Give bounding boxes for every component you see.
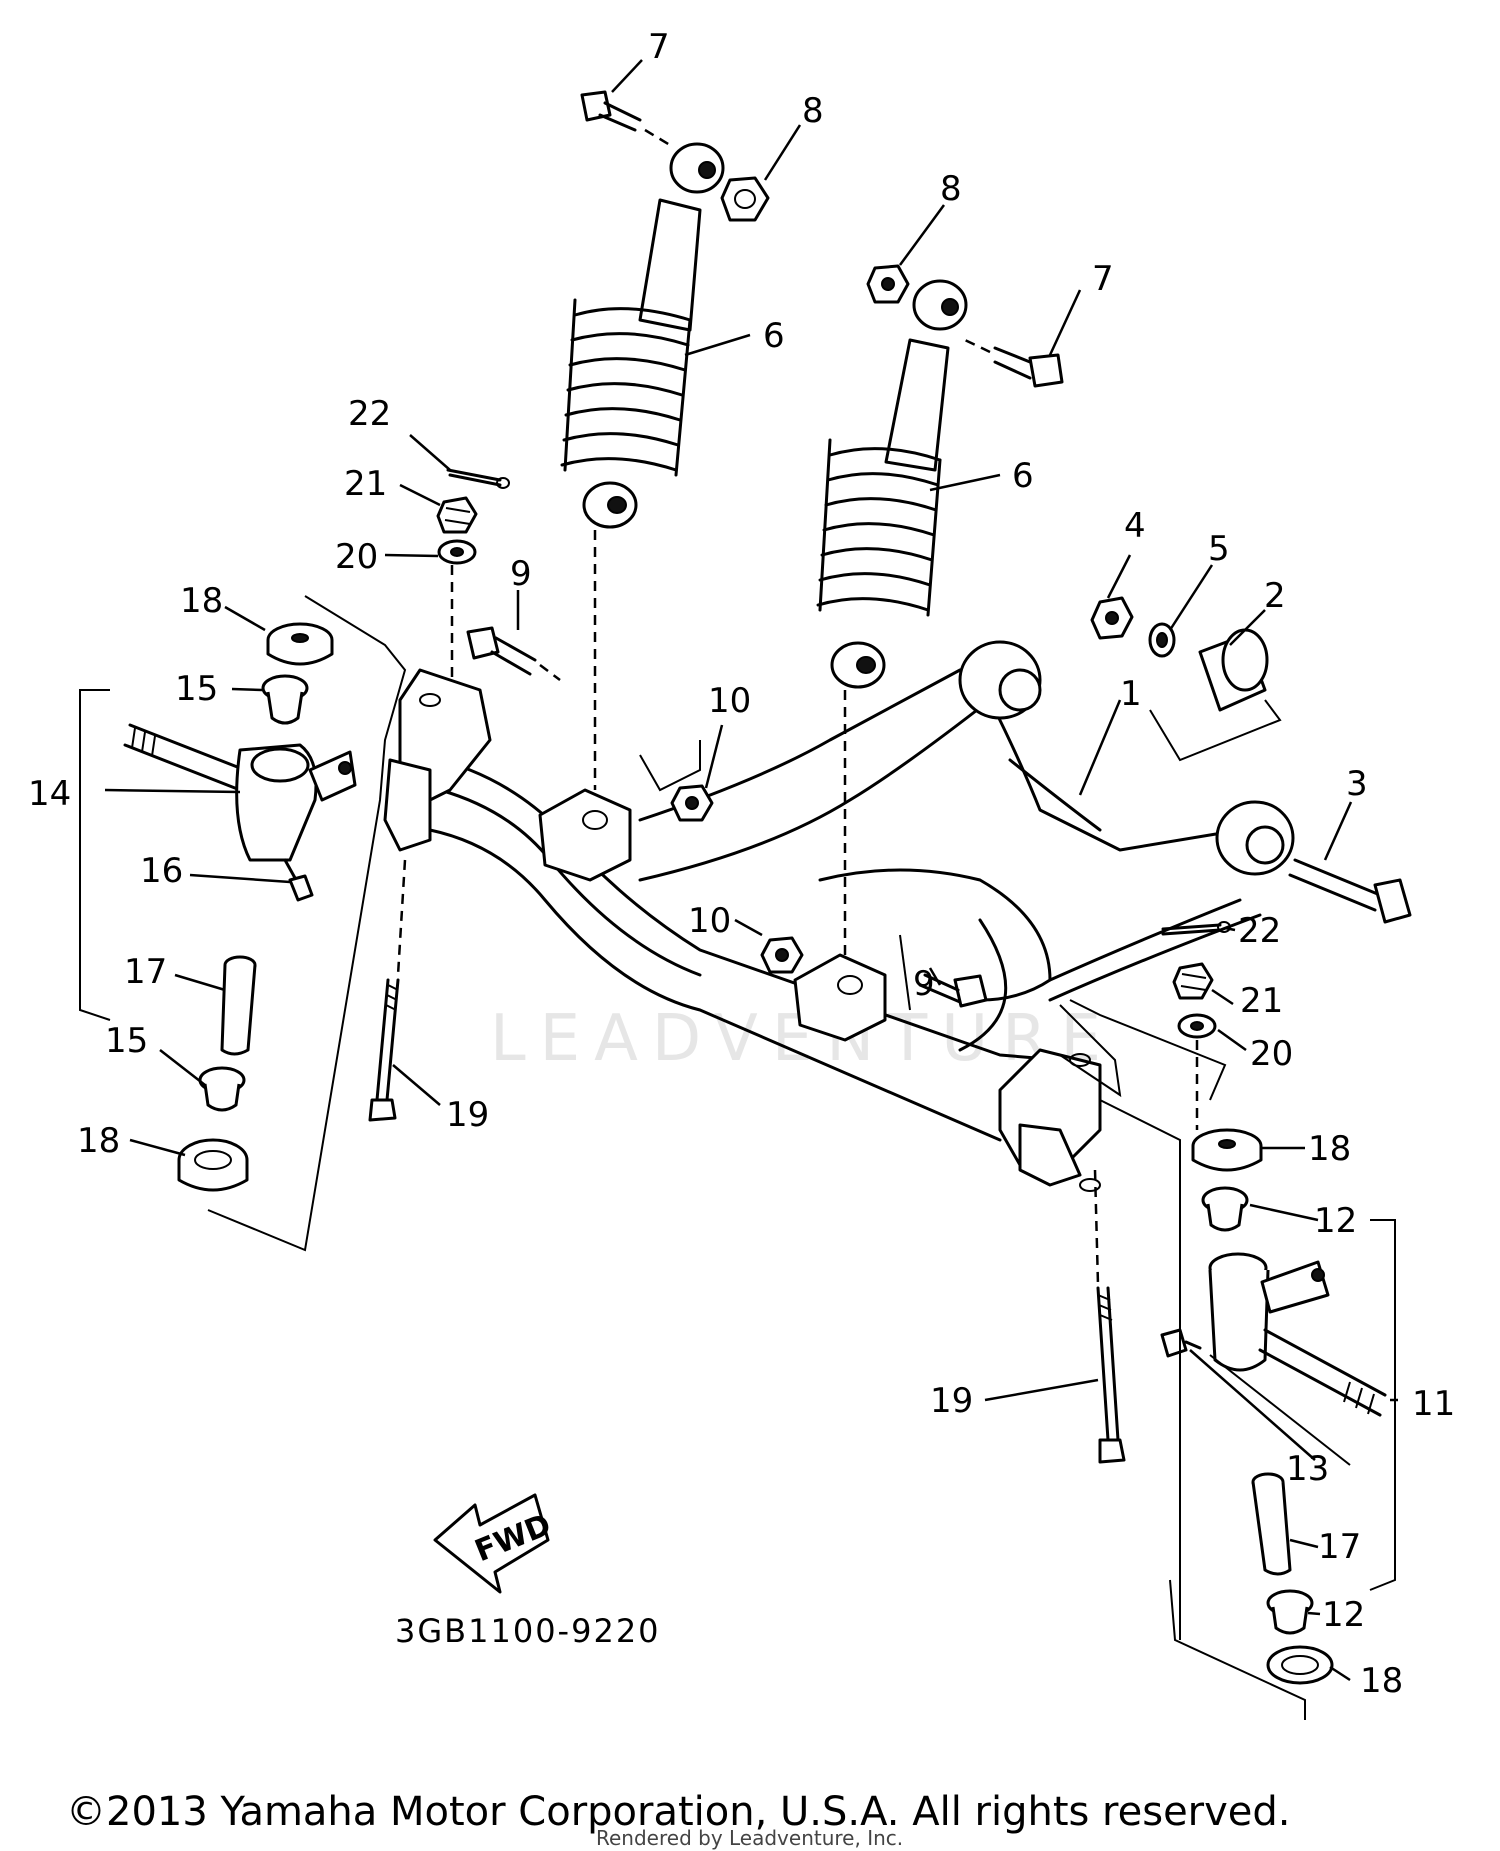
collar-17-right (1251, 1472, 1292, 1576)
kingpin-19-right (1096, 1286, 1126, 1464)
callout-18: 18 (1360, 1661, 1403, 1701)
callout-21: 21 (1240, 981, 1283, 1021)
callout-15: 15 (175, 669, 218, 709)
callout-12: 12 (1314, 1201, 1357, 1241)
washer-20-left (437, 539, 477, 565)
shock-absorber-right (816, 279, 968, 689)
knuckle-11-right (1208, 1252, 1387, 1417)
bolt-7-right (964, 338, 1064, 388)
callout-18: 18 (77, 1121, 120, 1161)
collar-17-left (220, 955, 257, 1056)
nut-8-top (720, 176, 770, 222)
callout-7: 7 (1092, 259, 1114, 299)
callout-10: 10 (708, 681, 751, 721)
alignment-lines (396, 530, 1199, 1286)
grease-fitting-16 (283, 858, 314, 902)
callout-17: 17 (1318, 1527, 1361, 1567)
leader-lines (104, 59, 1398, 1682)
callout-8: 8 (940, 169, 962, 209)
fwd-arrow: FWD (433, 1493, 556, 1594)
copyright-notice: ©2013 Yamaha Motor Corporation, U.S.A. A… (66, 1789, 1291, 1835)
callout-22: 22 (348, 394, 391, 434)
washer-5 (1148, 622, 1176, 658)
nut-4 (1090, 596, 1134, 640)
bushing-12-top (1201, 1186, 1249, 1232)
callout-2: 2 (1264, 576, 1286, 616)
bolt-9-right (918, 973, 988, 1008)
callout-7: 7 (648, 27, 670, 67)
callout-22: 22 (1238, 911, 1281, 951)
callout-20: 20 (1250, 1034, 1293, 1074)
shock-mount-right (793, 953, 887, 1042)
callout-numbers: 7 8 8 7 6 6 22 21 20 18 9 4 5 2 15 10 1 … (28, 27, 1455, 1701)
callout-10: 10 (688, 901, 731, 941)
nut-10-lower (760, 936, 804, 974)
shock-absorber-left (560, 142, 725, 529)
cotter-pin-22-left (446, 468, 510, 489)
callout-1: 1 (1120, 674, 1142, 714)
callout-6: 6 (763, 316, 785, 356)
castle-nut-21-right (1172, 962, 1214, 1000)
shock-mount-left (538, 788, 632, 882)
bolt-3 (1288, 858, 1412, 924)
callout-9: 9 (913, 964, 935, 1004)
castle-nut-21-left (436, 496, 478, 534)
bushing-15-top (261, 674, 309, 725)
callout-8: 8 (802, 91, 824, 131)
cotter-pin-22-right (1161, 921, 1231, 936)
nut-8-right (866, 264, 910, 304)
callout-11: 11 (1412, 1384, 1455, 1424)
callout-21: 21 (344, 464, 387, 504)
nut-10-upper (670, 784, 714, 822)
callout-17: 17 (124, 952, 167, 992)
callout-4: 4 (1124, 506, 1146, 546)
seal-18-top-left (266, 622, 334, 666)
callout-19: 19 (930, 1381, 973, 1421)
bushing-12-bottom (1266, 1589, 1314, 1635)
washer-20-right (1177, 1013, 1217, 1039)
callout-16: 16 (140, 851, 183, 891)
callout-6: 6 (1012, 456, 1034, 496)
seal-18-bottom-right (1266, 1645, 1334, 1685)
kingpin-19-left (368, 978, 400, 1122)
bolt-7-top (580, 90, 671, 147)
callout-13: 13 (1286, 1449, 1329, 1489)
callout-18: 18 (180, 581, 223, 621)
callout-9: 9 (510, 554, 532, 594)
seal-18-bottom-left (177, 1138, 249, 1192)
callout-3: 3 (1346, 764, 1368, 804)
grouping-lines (79, 595, 1396, 1720)
callout-19: 19 (446, 1095, 489, 1135)
bushing-15-bottom (198, 1066, 246, 1112)
knuckle-14-left (123, 723, 357, 862)
axle-frame (383, 668, 1102, 1192)
callout-20: 20 (335, 537, 378, 577)
part-number: 3GB1100-9220 (395, 1612, 661, 1650)
rendered-by-credit: Rendered by Leadventure, Inc. (596, 1826, 903, 1850)
callout-12: 12 (1322, 1595, 1365, 1635)
seal-18-top-right (1191, 1128, 1263, 1172)
callout-14: 14 (28, 774, 71, 814)
callout-18: 18 (1308, 1129, 1351, 1169)
callout-5: 5 (1208, 529, 1230, 569)
callout-15: 15 (105, 1021, 148, 1061)
bolt-9-left (466, 626, 561, 681)
